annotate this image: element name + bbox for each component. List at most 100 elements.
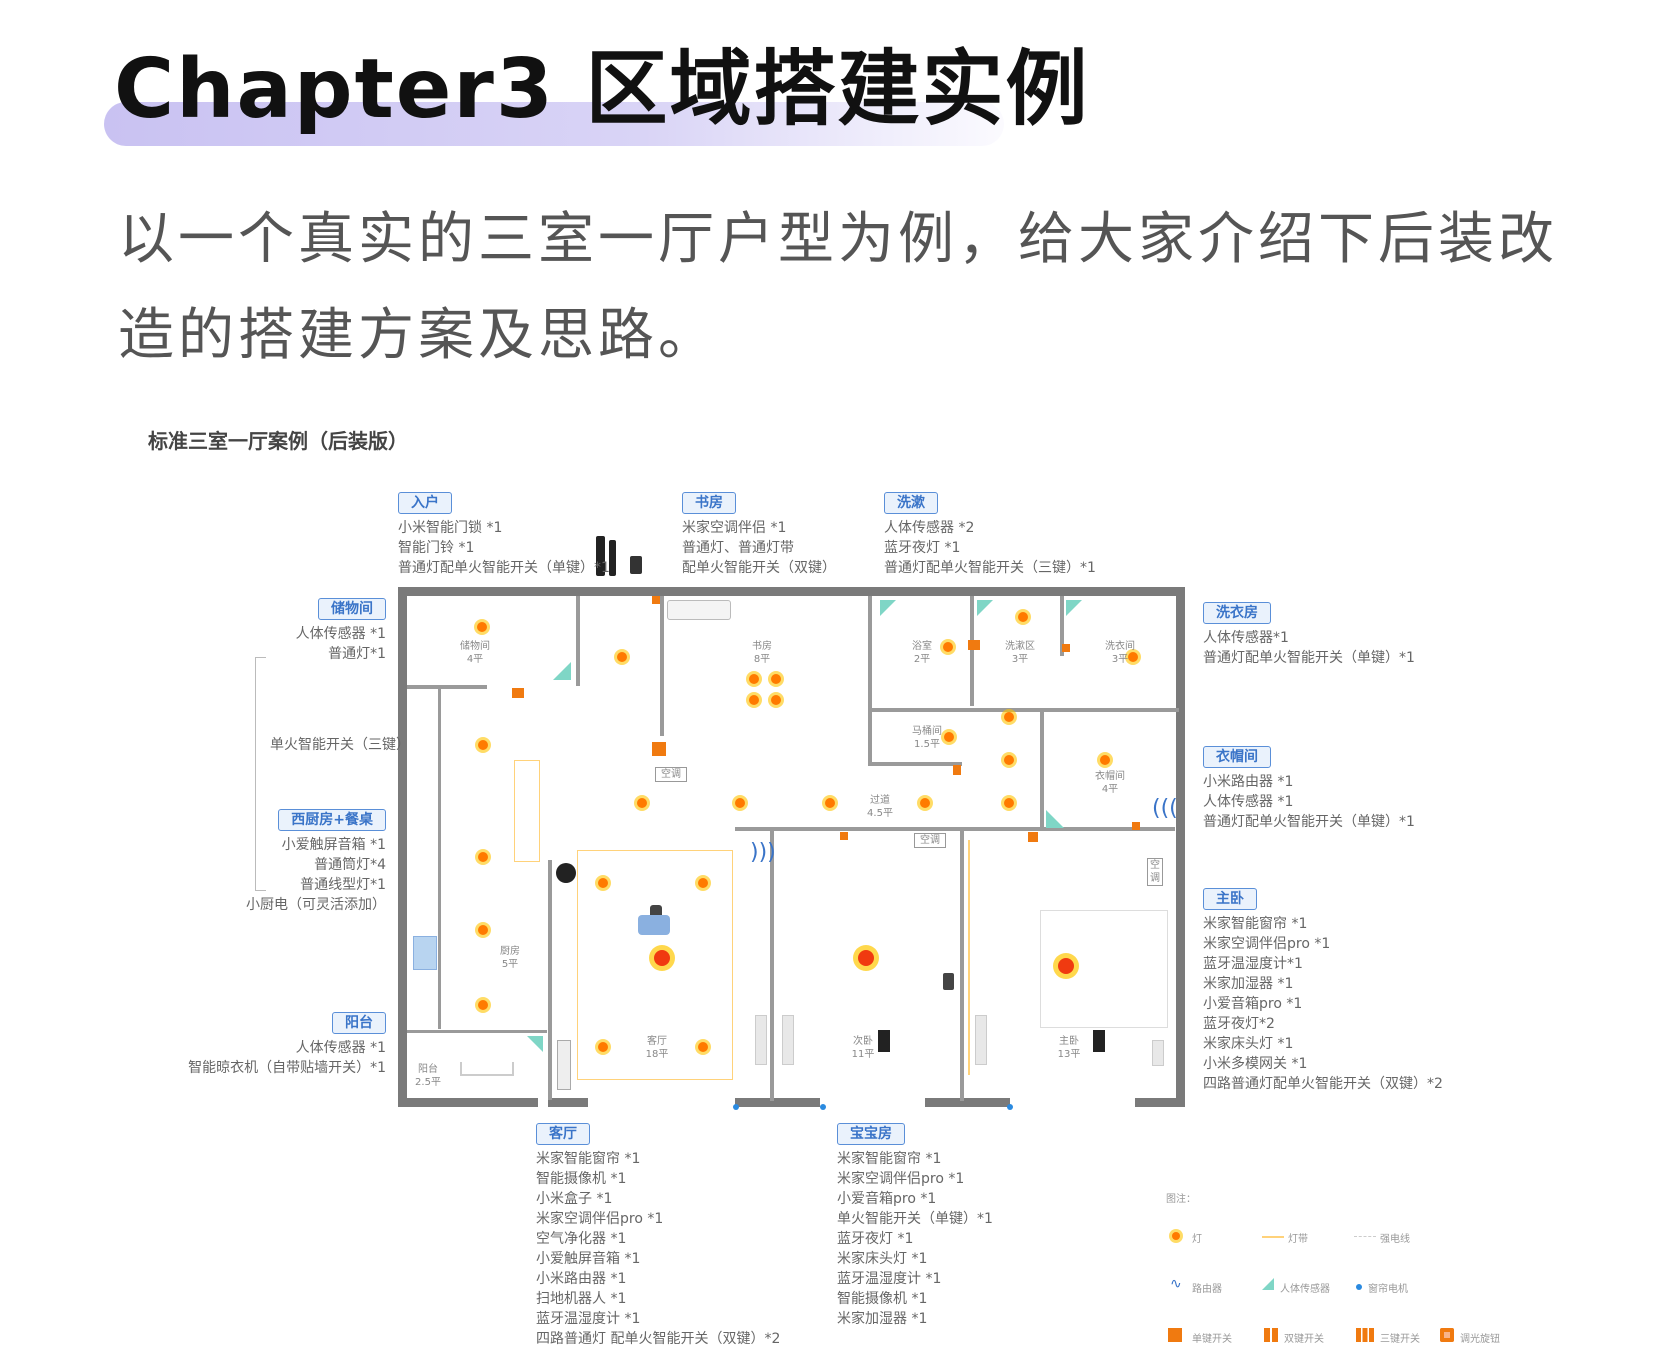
drying-rack-icon: [460, 1062, 514, 1076]
light-study-4: [771, 695, 781, 705]
legend-triple-icon: [1356, 1328, 1374, 1342]
room-item: 米家加湿器 *1: [837, 1311, 928, 1327]
room-item: 扫地机器人 *1: [536, 1291, 627, 1307]
switch-hall: [953, 765, 961, 775]
room-item: 米家空调伴侣pro *1: [536, 1211, 664, 1227]
room-item: 蓝牙温湿度计 *1: [536, 1311, 641, 1327]
room-item: 小爱触屏音箱 *1: [536, 1251, 641, 1267]
room-item: 人体传感器 *1: [295, 1040, 386, 1056]
legend-sensor-icon: [1262, 1278, 1274, 1290]
outer-wall-bottom-5: [1135, 1098, 1185, 1107]
light-hall-4: [637, 798, 647, 808]
room-group-storage: 储物间 人体传感器 *1 普通灯*1: [270, 598, 386, 664]
legend-curtain-icon: [1356, 1284, 1362, 1290]
wall-bath-bottom: [872, 708, 1179, 712]
legend-curtain: 窗帘电机: [1368, 1284, 1408, 1295]
sensor-bath-icon: [880, 600, 896, 616]
room-item: 智能摄像机 *1: [837, 1291, 928, 1307]
legend-strip: 灯带: [1288, 1234, 1308, 1245]
light-hall-2: [1004, 755, 1014, 765]
light-hall-3: [1004, 798, 1014, 808]
speaker-icon-second: [878, 1030, 890, 1052]
legend-double-icon: [1264, 1328, 1278, 1342]
room-item: 米家智能窗帘 *1: [536, 1151, 641, 1167]
light-kitchen-4: [478, 1000, 488, 1010]
room-tag-living: 客厅: [536, 1123, 590, 1145]
diagram-title: 标准三室一厅案例（后装版）: [148, 429, 408, 453]
room-item: 蓝牙夜灯 *1: [837, 1231, 914, 1247]
room-tag-bath: 洗漱: [884, 492, 938, 514]
switch-note: 单火智能开关（三键）: [270, 737, 410, 753]
room-item: 智能门铃 *1: [398, 540, 475, 556]
outer-wall-left: [398, 587, 407, 1107]
room-item: 米家床头灯 *1: [837, 1251, 928, 1267]
light-kitchen-3: [478, 925, 488, 935]
light-toilet: [944, 732, 954, 742]
room-item: 米家空调伴侣 *1: [682, 520, 787, 536]
legend-single: 单键开关: [1192, 1334, 1232, 1345]
room-tag-study: 书房: [682, 492, 736, 514]
wall-second-right: [960, 831, 964, 1101]
room-item: 普通灯配单火智能开关（单键）*1: [1203, 814, 1415, 830]
chapter-header: Chapter3 区域搭建实例: [104, 40, 1087, 150]
light-kitchen-1: [478, 740, 488, 750]
room-item: 智能摄像机 *1: [536, 1171, 627, 1187]
room-tag-entry: 入户: [398, 492, 452, 514]
room-item: 小爱音箱pro *1: [837, 1191, 937, 1207]
doorbell-icon: [630, 556, 642, 574]
curtain-motor-2: [820, 1104, 826, 1110]
wall-bath-div1: [970, 596, 974, 706]
outer-wall-bottom-3: [735, 1098, 820, 1107]
outer-wall-right: [1176, 587, 1185, 1107]
wall-toilet-bottom: [872, 762, 962, 766]
room-item: 小米多模网关 *1: [1203, 1056, 1308, 1072]
wall-storage-right: [576, 596, 580, 686]
legend-title: 图注：: [1166, 1194, 1196, 1205]
title-highlight: [104, 102, 1004, 146]
speaker-icon-master: [1093, 1030, 1105, 1052]
room-item: 蓝牙夜灯*2: [1203, 1016, 1275, 1032]
room-item: 米家空调伴侣pro *1: [1203, 936, 1331, 952]
room-item: 米家加湿器 *1: [1203, 976, 1294, 992]
room-tag-master: 主卧: [1203, 888, 1257, 910]
light-master-main: [1058, 958, 1074, 974]
legend-dimmer: 调光旋钮: [1460, 1334, 1500, 1345]
light-strip-master-left: [968, 840, 970, 1075]
room-tag-cloak: 衣帽间: [1203, 746, 1271, 768]
wall-study-right: [868, 596, 872, 766]
light-strip-living: [577, 850, 733, 1080]
room-tag-laundry: 洗衣房: [1203, 602, 1271, 624]
wall-cloak-left: [1040, 712, 1044, 827]
room-item: 普通灯*1: [328, 646, 386, 662]
legend-power-icon: [1354, 1236, 1376, 1237]
light-study-2: [771, 674, 781, 684]
legend-router: 路由器: [1192, 1284, 1222, 1295]
light-bath: [943, 642, 953, 652]
light-study-1: [749, 674, 759, 684]
wall-hall-bottom: [735, 827, 1175, 831]
legend-power: 强电线: [1380, 1234, 1410, 1245]
room-group-bath: 洗漱 人体传感器 *2 蓝牙夜灯 *1 普通灯配单火智能开关（三键）*1: [884, 492, 1096, 578]
switch-laundry: [1062, 644, 1070, 652]
purifier-icon: [557, 1040, 571, 1090]
room-item: 蓝牙夜灯 *1: [884, 540, 961, 556]
room-item: 空气净化器 *1: [536, 1231, 627, 1247]
light-living-3: [598, 1042, 608, 1052]
light-laundry: [1128, 652, 1138, 662]
room-item: 米家智能窗帘 *1: [1203, 916, 1308, 932]
door-lock-icon: [596, 536, 605, 576]
light-living-4: [698, 1042, 708, 1052]
light-hall-7: [920, 798, 930, 808]
room-item: 小米盒子 *1: [536, 1191, 613, 1207]
room-item: 小米路由器 *1: [1203, 774, 1294, 790]
light-wash: [1018, 612, 1028, 622]
room-item: 普通灯配单火智能开关（三键）*1: [884, 560, 1096, 576]
door-lock-icon-2: [609, 540, 616, 576]
